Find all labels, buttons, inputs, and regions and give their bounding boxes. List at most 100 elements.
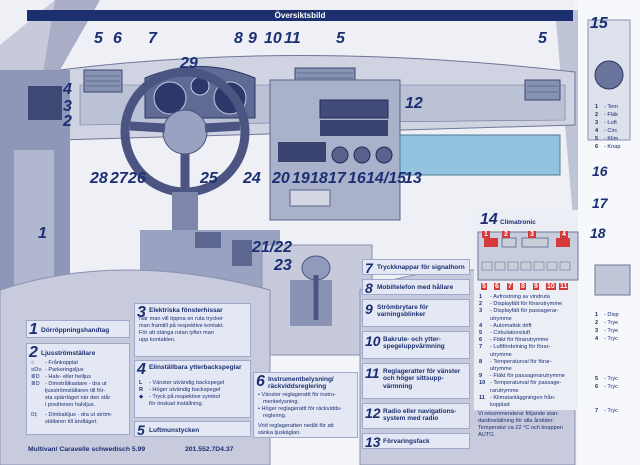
fold-item-text: - Tryc xyxy=(604,376,618,382)
callout-19: 19 xyxy=(292,170,310,187)
item-box-8: 8 Mobiltelefon med hållare xyxy=(362,279,470,295)
fold-item-number: 4 xyxy=(595,128,599,134)
climatronic-list-text: utrymme xyxy=(490,351,512,358)
fold-item-number: 2 xyxy=(595,112,599,118)
fold-item-text: - Tem xyxy=(604,104,618,110)
callout-2: 2 xyxy=(63,113,72,130)
climatronic-list-text: utrymme xyxy=(490,315,512,322)
fold-17: 17 xyxy=(592,195,608,211)
callout-20: 20 xyxy=(272,170,290,187)
fold-item-text: - Tryc xyxy=(604,336,618,342)
callout-5c: 5 xyxy=(538,30,547,47)
climatronic-callout-5: 5 xyxy=(481,283,487,290)
fold-item-number: 6 xyxy=(595,384,599,390)
callout-3: 3 xyxy=(63,98,72,115)
climatronic-list-text: - Avfrostning av vindruta xyxy=(490,294,550,300)
callout-17: 17 xyxy=(328,170,346,187)
climatronic-list-number: 11 xyxy=(479,394,485,401)
callout-8: 8 xyxy=(234,30,243,47)
item-title: Luftmunstycken xyxy=(149,427,200,434)
callout-18: 18 xyxy=(310,170,328,187)
climatronic-list-text: kopplad xyxy=(490,402,510,408)
callout-21-22: 21/22 xyxy=(252,239,293,256)
callout-5b: 5 xyxy=(336,30,345,47)
climatronic-list-text: - Temperaturval för passage- xyxy=(490,380,562,387)
item-box-5: 5 Luftmunstycken xyxy=(134,421,251,437)
item-box-9: 9 Strömbrytare för varningsblinker xyxy=(362,299,470,327)
fold-item-number: 2 xyxy=(595,320,599,326)
climatronic-note-2: dardinställning för alla årstider: xyxy=(478,418,555,424)
item-title: Dörröppningshandtag xyxy=(41,327,110,334)
climatronic-list-number: 6 xyxy=(479,337,483,344)
callout-7a: 7 xyxy=(148,30,157,47)
climatronic-list-text: - Luftfördelning för förar- xyxy=(490,344,551,351)
item-box-11: 11 Reglageratter för vänster och höger s… xyxy=(362,363,470,399)
climatronic-title: Climatronic xyxy=(500,219,536,226)
fold-item-number: 4 xyxy=(595,336,599,342)
callout-14-15: 14/15 xyxy=(366,170,407,187)
item-box-6: 6 Instrumentbelysning/ räckviddsreglerin… xyxy=(253,372,358,438)
climatronic-list-text: - Automatisk drift xyxy=(490,322,532,329)
climatronic-callout-6: 6 xyxy=(494,283,500,290)
callout-28: 28 xyxy=(90,170,108,187)
item-box-4: 4 Elinställbara ytterbackspeglar L - Vän… xyxy=(134,360,251,418)
climatronic-callout-9: 9 xyxy=(533,283,539,290)
climatronic-number: 14 xyxy=(480,211,498,228)
item-title: Reglageratter för vänster och höger sitt… xyxy=(383,368,461,390)
fold-item-number: 7 xyxy=(595,408,599,414)
callout-12: 12 xyxy=(405,95,423,112)
item-box-12: 12 Radio eller navigations- system med r… xyxy=(362,403,470,429)
item-box-7: 7 Tryckknappar för signalhorn xyxy=(362,259,470,275)
item-title: Elektriska fönsterhissar xyxy=(149,307,223,314)
item-box-13: 13 Förvaringsfack xyxy=(362,433,470,449)
fold-item-number: 3 xyxy=(595,120,599,126)
fold-item-number: 1 xyxy=(595,312,599,318)
callout-29: 29 xyxy=(180,55,198,72)
climatronic-list-number: 2 xyxy=(479,301,483,308)
footer-model: Multivan/ Caravelle schwedisch 5.99 xyxy=(28,446,146,453)
climatronic-callout-2: 2 xyxy=(502,231,510,238)
item-title: Radio eller navigations- system med radi… xyxy=(383,408,457,423)
callout-23: 23 xyxy=(274,257,292,274)
item-box-1: 1 Dörröppningshandtag xyxy=(26,320,130,338)
climatronic-list-text: - Cirkulationsluft xyxy=(490,330,531,336)
fold-item-number: 1 xyxy=(595,104,599,110)
item-box-3: 3 Elektriska fönsterhissar När man vill … xyxy=(134,303,251,357)
fold-item-text: - Knap xyxy=(604,144,621,150)
climatronic-list-number: 10 xyxy=(479,380,486,387)
callout-6a: 6 xyxy=(113,30,122,47)
climatronic-callout-10: 10 xyxy=(546,283,556,290)
climatronic-list-number: 3 xyxy=(479,308,483,315)
fold-item-text: - Tryc xyxy=(604,384,618,390)
callout-16: 16 xyxy=(348,170,366,187)
climatronic-list-text: - Klimatanläggningen från- xyxy=(490,394,556,401)
fold-item-text: - Disp xyxy=(604,312,619,318)
item-title: Instrumentbelysning/ räckviddsreglering xyxy=(268,376,334,391)
fold-15: 15 xyxy=(590,15,608,32)
fold-item-number: 5 xyxy=(595,136,599,142)
fold-item-number: 3 xyxy=(595,328,599,334)
climatronic-list-number: 7 xyxy=(479,344,483,351)
fold-item-text: - Trye xyxy=(604,328,619,334)
climatronic-callout-11: 11 xyxy=(559,283,569,290)
item-box-10: 10 Bakrute- och ytter- spegeluppvärmning xyxy=(362,331,470,359)
page-title: Översiktsbild xyxy=(27,10,573,21)
climatronic-note-3: Temperatur ca 22 °C och knappen xyxy=(478,425,563,431)
climatronic-list-text: - Displayfält för förarutrymme xyxy=(490,301,563,308)
item-title: Ljusströmställare xyxy=(41,350,96,357)
climatronic-list-number: 1 xyxy=(479,294,483,300)
climatronic-list-text: - Fläkt för förarutrymme xyxy=(490,337,549,344)
item-title: Mobiltelefon med hållare xyxy=(377,284,454,291)
callout-10: 10 xyxy=(264,30,282,47)
climatronic-list-number: 9 xyxy=(479,373,483,380)
fold-item-text: - Circ xyxy=(604,128,618,134)
climatronic-list-text: - Displayfält för passagerar- xyxy=(490,308,559,315)
callout-13: 13 xyxy=(404,170,422,187)
item-title: Förvaringsfack xyxy=(383,438,430,445)
callout-5a: 5 xyxy=(94,30,103,47)
fold-16: 16 xyxy=(592,163,608,179)
climatronic-callout-1: 1 xyxy=(482,231,490,238)
callout-11: 11 xyxy=(284,30,301,47)
fold-item-number: 6 xyxy=(595,144,599,150)
